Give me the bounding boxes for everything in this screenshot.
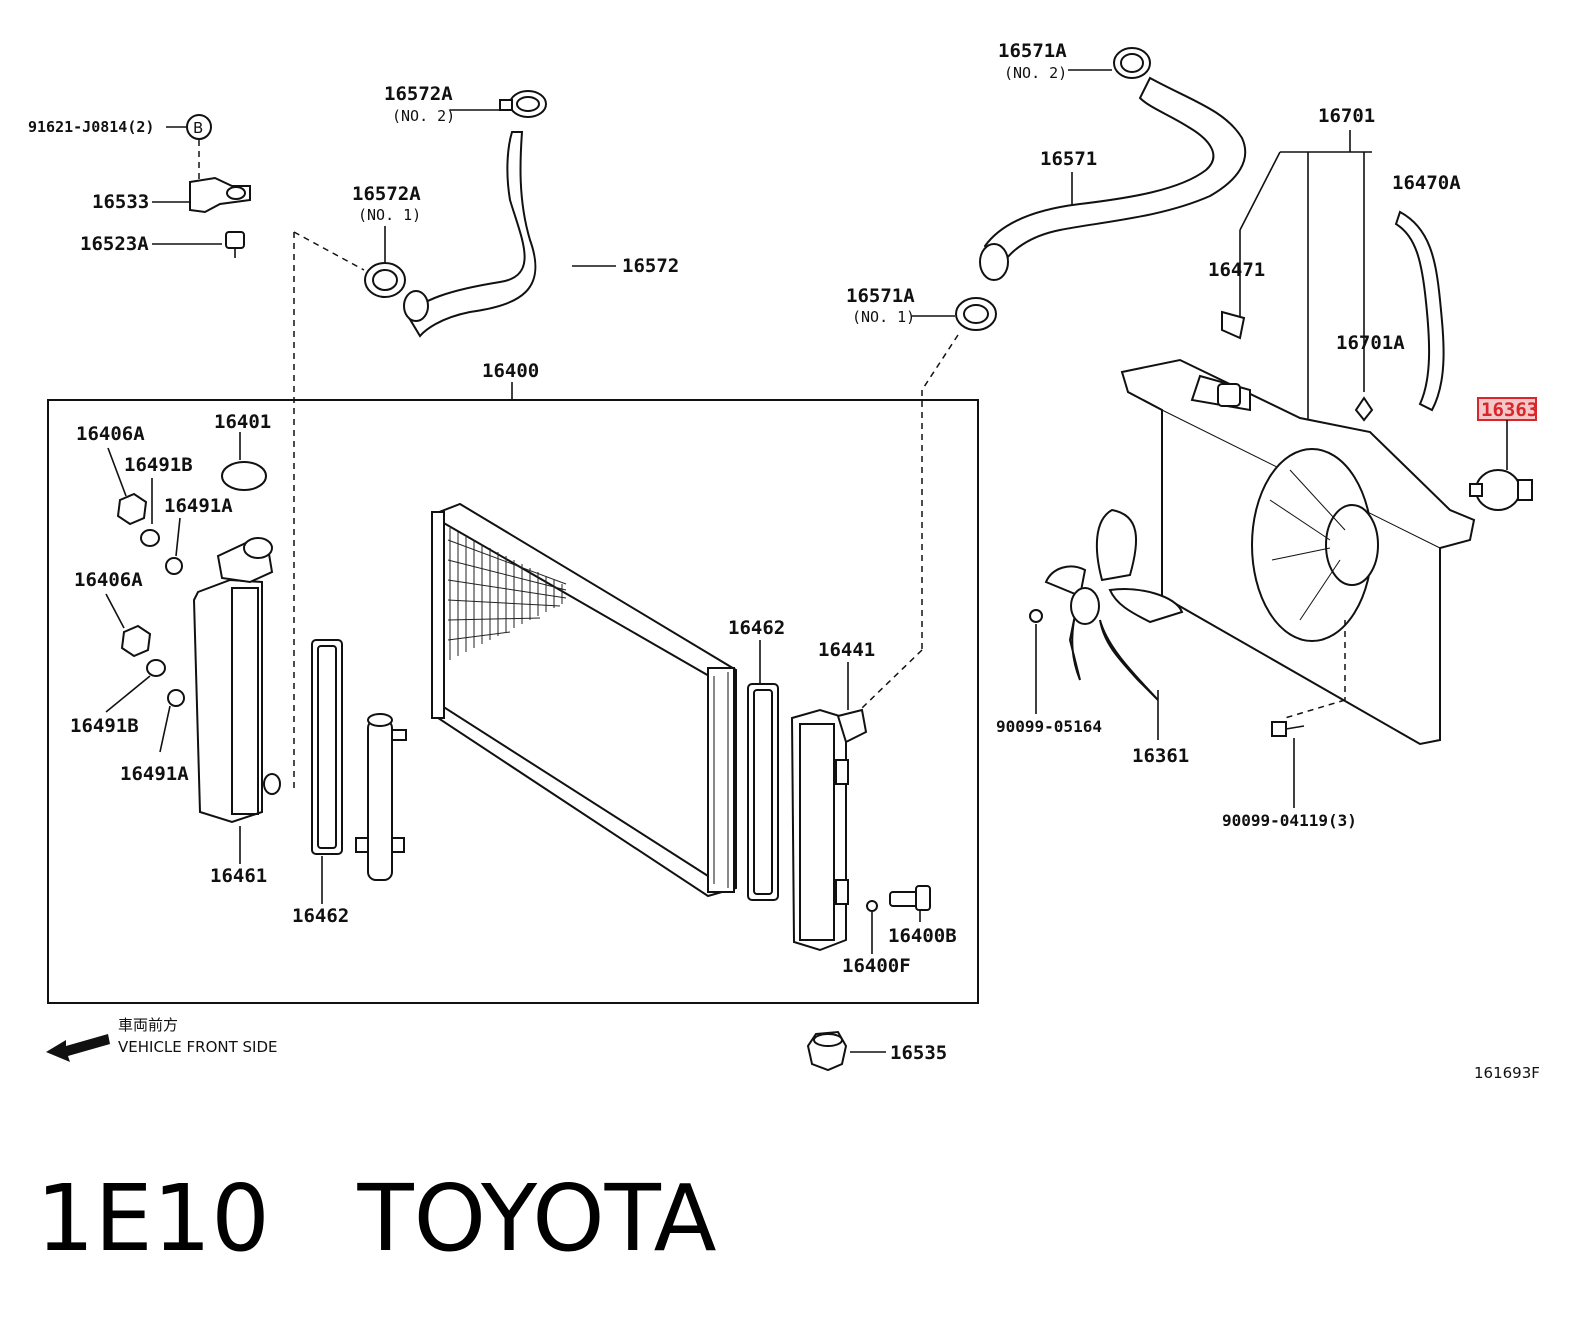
front-indicator-group: 車両前方 VEHICLE FRONT SIDE [46, 1016, 278, 1062]
label-16400B[interactable]: 16400B [888, 925, 957, 947]
pipe-fitting-shape [355, 713, 407, 881]
bracket-group: 91621-J0814(2) B 16533 16523A [28, 114, 251, 258]
label-16491A-bot[interactable]: 16491A [120, 763, 189, 785]
label-16701[interactable]: 16701 [1318, 105, 1375, 127]
front-side-label-jp: 車両前方 [118, 1016, 178, 1034]
clamp-16572A-no1-shape [364, 262, 406, 298]
washer-16491B-top-shape [140, 529, 160, 547]
fan-16361-shape [1044, 508, 1184, 701]
label-91621-J0814[interactable]: 91621-J0814(2) [28, 118, 154, 136]
tank-16461-shape [192, 537, 281, 824]
reference-b-letter: B [193, 119, 203, 137]
tank-16441-shape [790, 708, 868, 952]
hose-16470A-shape [1394, 210, 1445, 412]
label-16572A-no2-sub: (NO. 2) [392, 107, 455, 125]
label-16535[interactable]: 16535 [890, 1042, 947, 1064]
fan-motor-16363-shape [1469, 469, 1533, 511]
label-16461[interactable]: 16461 [210, 865, 267, 887]
label-16470A[interactable]: 16470A [1392, 172, 1461, 194]
label-16491B-bot[interactable]: 16491B [70, 715, 139, 737]
gasket-16462-right-shape [747, 683, 779, 901]
clip-16701A-shape [1354, 396, 1374, 422]
front-side-label-en: VEHICLE FRONT SIDE [118, 1038, 278, 1056]
label-16462-right[interactable]: 16462 [728, 617, 785, 639]
diagram-code: 161693F [1474, 1064, 1540, 1082]
label-16572A-no2[interactable]: 16572A [384, 83, 453, 105]
label-16401[interactable]: 16401 [214, 411, 271, 433]
bracket-16533-shape [189, 176, 251, 214]
label-16491A-top[interactable]: 16491A [164, 495, 233, 517]
clip-16471-shape [1221, 310, 1246, 340]
hose-16571-shape [983, 76, 1247, 270]
label-16400[interactable]: 16400 [482, 360, 539, 382]
label-16441[interactable]: 16441 [818, 639, 875, 661]
label-90099-05164[interactable]: 90099-05164 [996, 717, 1102, 736]
oring-16400F-shape [866, 900, 878, 912]
nut-90099-05164-shape [1029, 609, 1043, 623]
bolt-90099-04119-shape [1271, 721, 1305, 737]
label-16406A-bot[interactable]: 16406A [74, 569, 143, 591]
footer-title: 1E10 TOYOTA [36, 1165, 717, 1272]
washer-16491B-bot-shape [146, 659, 166, 677]
upper-hose-group: 16572A (NO. 2) 16572A (NO. 1) 16572 [352, 83, 679, 338]
radiator-fins-shape [447, 528, 567, 660]
label-16523A[interactable]: 16523A [80, 233, 149, 255]
label-16491B-top[interactable]: 16491B [124, 454, 193, 476]
gasket-16462-left-shape [311, 639, 343, 855]
label-16406A-top[interactable]: 16406A [76, 423, 145, 445]
label-16701A[interactable]: 16701A [1336, 332, 1405, 354]
drain-16400B-shape [889, 885, 931, 911]
clamp-16571A-no2-shape [1113, 47, 1151, 79]
nut-16406A-bot-shape [120, 624, 152, 658]
label-16462-left[interactable]: 16462 [292, 905, 349, 927]
clamp-16572A-no2-shape [499, 90, 547, 118]
cushion-16523A-shape [225, 231, 245, 249]
label-16571A-no1[interactable]: 16571A [846, 285, 915, 307]
cap-16401-shape [221, 461, 267, 491]
label-16533[interactable]: 16533 [92, 191, 149, 213]
fan-shroud-group: 16701 16470A 16471 16701A 16363 [996, 105, 1538, 830]
assembly-frame-16400 [47, 399, 979, 1004]
label-16571A-no1-sub: (NO. 1) [852, 308, 915, 326]
label-16572A-no1-sub: (NO. 1) [358, 206, 421, 224]
label-16571[interactable]: 16571 [1040, 148, 1097, 170]
cushion-16535-shape [806, 1030, 848, 1072]
lower-hose-group: 16571A (NO. 2) 16571 16571A (NO. 1) [846, 40, 1247, 331]
label-16361[interactable]: 16361 [1132, 745, 1189, 767]
label-16363[interactable]: 16363 [1481, 399, 1538, 421]
label-16571A-no2-sub: (NO. 2) [1004, 64, 1067, 82]
label-16572[interactable]: 16572 [622, 255, 679, 277]
oring-16491A-bot-shape [167, 689, 185, 707]
oring-16491A-top-shape [165, 557, 183, 575]
label-16471[interactable]: 16471 [1208, 259, 1265, 281]
radiator-core-shape [430, 502, 737, 898]
radiator-assembly-group: 16400 16406A 16401 16491B 16491A 16406A … [47, 231, 979, 1004]
label-16400F[interactable]: 16400F [842, 955, 911, 977]
reference-b-circle [186, 114, 212, 140]
vehicle-front-arrow-icon [46, 1034, 110, 1062]
label-90099-04119[interactable]: 90099-04119(3) [1222, 811, 1357, 830]
cushion-16535-group: 16535 [806, 1030, 947, 1072]
nut-16406A-top-shape [116, 492, 148, 526]
label-16572A-no1[interactable]: 16572A [352, 183, 421, 205]
clamp-16571A-no1-shape [955, 297, 997, 331]
label-16571A-no2[interactable]: 16571A [998, 40, 1067, 62]
